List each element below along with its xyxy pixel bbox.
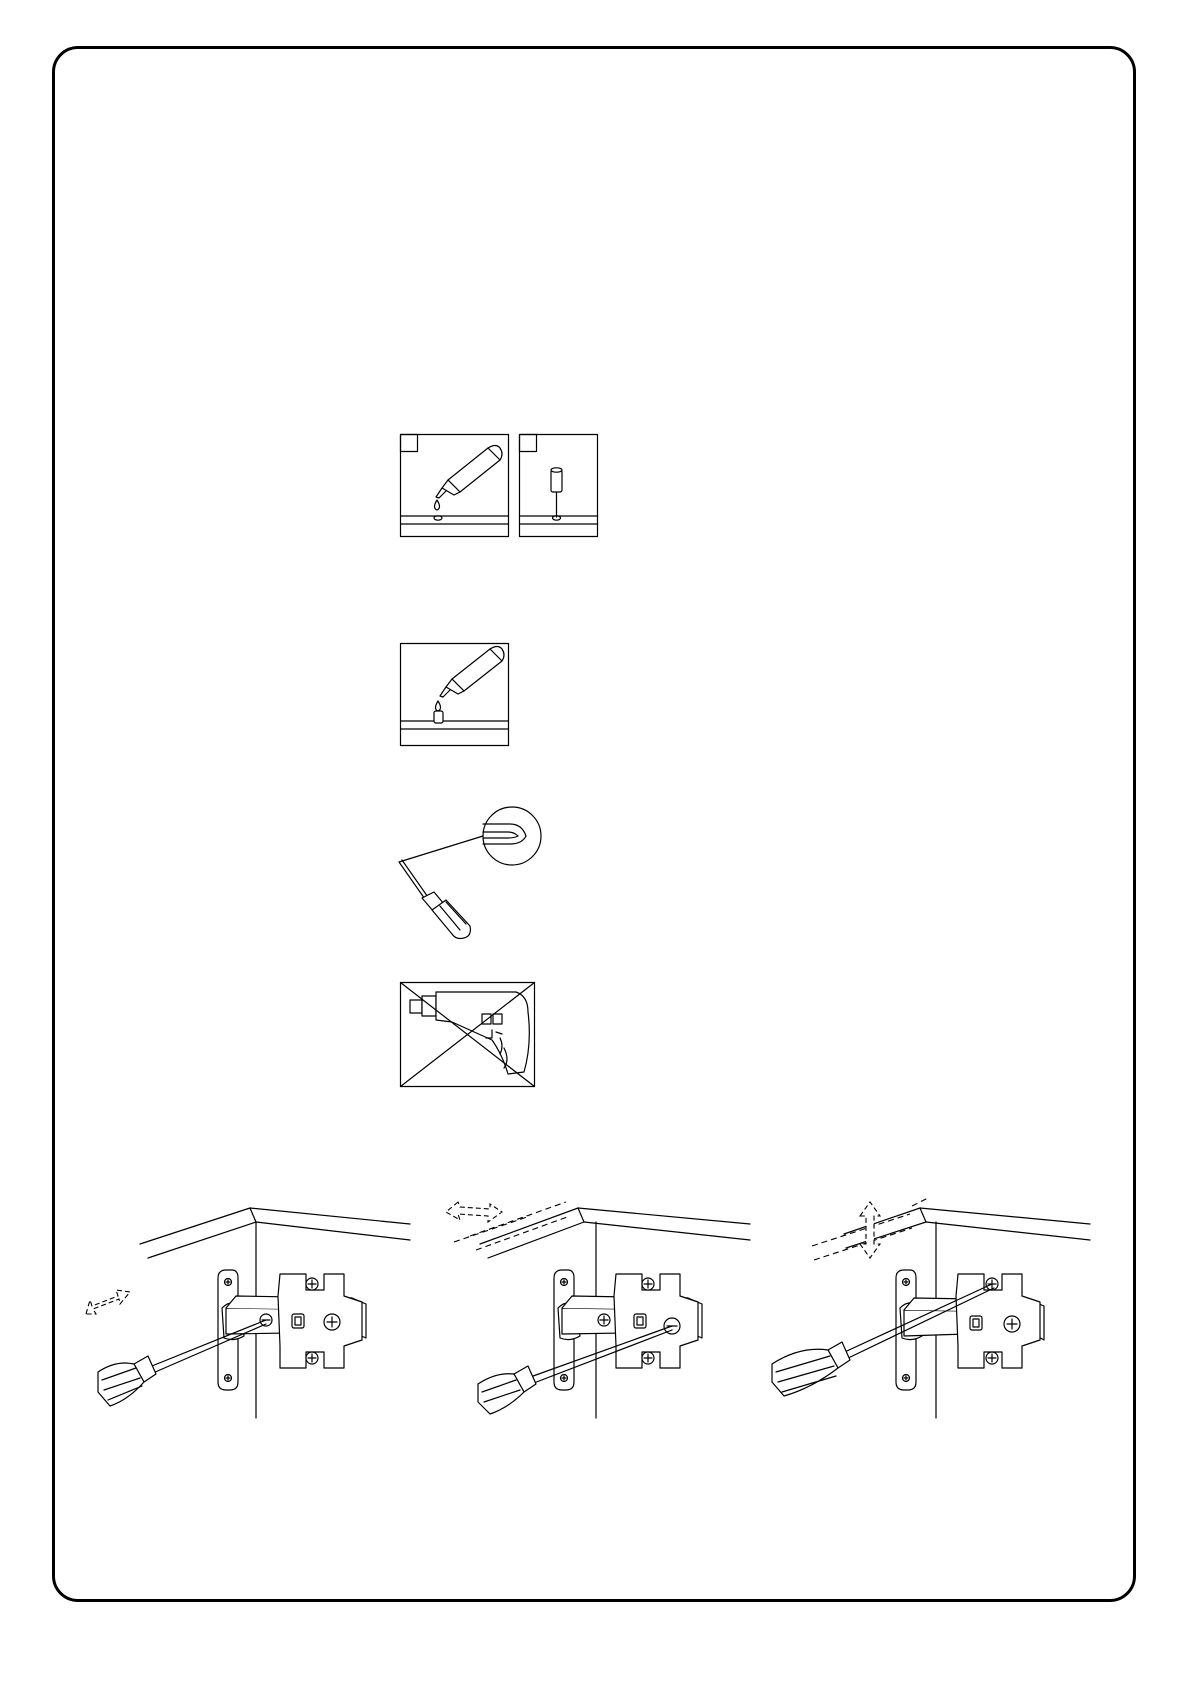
hinge-adjust-height: [760, 1196, 1100, 1418]
dowel-icon: [551, 468, 562, 517]
flat-screwdriver-illustration: [394, 806, 546, 940]
double-arrow-horizontal-icon: [446, 1202, 502, 1222]
hinge-adjust-depth: [80, 1196, 420, 1418]
glue-drop-icon: [436, 701, 441, 711]
hinge-adjust-side: [420, 1196, 760, 1418]
double-arrow-diagonal-icon: [86, 1290, 130, 1314]
double-arrow-vertical-icon: [860, 1202, 880, 1258]
dowel-icon: [434, 711, 443, 723]
screwdriver-tip-detail: [483, 807, 541, 865]
hinge-arm: [562, 1274, 702, 1368]
glue-dowel-panel: [400, 643, 510, 747]
glue-drop-panel: [400, 434, 510, 538]
hinge-arm: [226, 1274, 366, 1368]
glue-tube-icon: [436, 446, 502, 499]
no-power-drill-panel: [400, 982, 536, 1088]
dowel-insert-panel: [519, 434, 599, 538]
glue-drop-icon: [435, 500, 440, 510]
glue-tube-icon: [440, 647, 504, 698]
screwdriver-icon: [399, 860, 470, 939]
